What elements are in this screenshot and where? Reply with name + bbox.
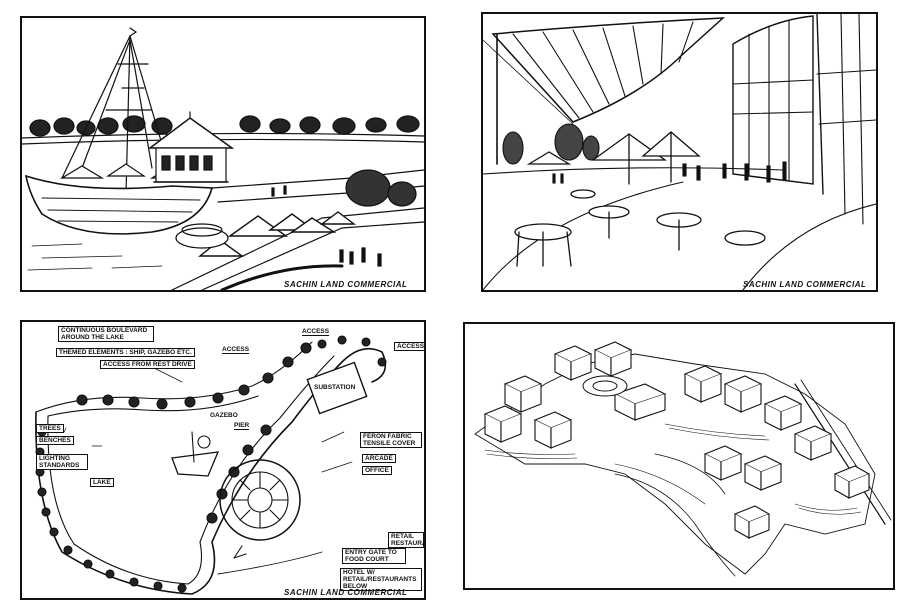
plaza-canopy-sketch: SACHIN LAND COMMERCIAL [481,12,878,292]
label-benches: BENCHES [36,436,74,445]
label-gazebo: GAZEBO [210,412,238,419]
label-lighting: LIGHTING STANDARDS [36,454,88,470]
lake-boulevard [35,341,387,595]
label-entry: ENTRY GATE TO FOOD COURT [342,548,406,564]
circular-plaza [582,375,628,397]
label-substation: SUBSTATION [314,384,356,391]
aerial-massing-sketch [463,322,895,590]
label-access-right: ACCESS [394,342,424,351]
label-access-mid: ACCESS [222,346,250,354]
aerial-massing-drawing [474,341,892,577]
foreground-umbrellas [198,211,357,257]
ship-gazebo-sketch: SACHIN LAND COMMERCIAL [20,16,426,292]
label-lake: LAKE [90,478,114,487]
people [271,185,382,267]
cafe-tables [514,189,766,267]
label-pier: PIER [234,422,250,430]
label-office: OFFICE [362,466,392,475]
tree-line [29,115,420,137]
label-arcade: ARCADE [362,454,396,463]
building-facade [732,14,876,225]
circular-plaza [219,459,301,541]
signature: SACHIN LAND COMMERCIAL [284,280,408,289]
plaza-canopy-drawing [483,14,876,290]
ship-symbol [171,451,220,477]
ship-gazebo-drawing [22,27,424,290]
signature: SACHIN LAND COMMERCIAL [743,280,867,289]
boardwalk [171,169,424,290]
label-themed: THEMED ELEMENTS : SHIP, GAZEBO ETC. [56,348,195,357]
label-hotel: HOTEL W/ RETAIL/RESTAURANTS BELOW [340,568,422,591]
label-boulevard: CONTINUOUS BOULEVARD AROUND THE LAKE [58,326,154,342]
label-retail: RETAIL RESTAURANT [388,532,424,548]
signature: SACHIN LAND COMMERCIAL [284,588,408,597]
ship-hull [24,174,214,235]
label-access-rest: ACCESS FROM REST DRIVE [100,360,195,369]
gazebo-symbol [197,435,211,449]
label-fabric: FERON FABRIC TENSILE COVER [360,432,422,448]
plaza-umbrellas [526,131,701,185]
label-trees: TREES [36,424,64,433]
gazebo [147,111,235,183]
people [552,161,787,184]
building-blocks [483,341,871,539]
tensile-canopy [483,17,726,125]
substation [306,361,368,415]
tree-hatching [484,423,862,515]
label-access-top: ACCESS [302,328,330,336]
site-plan-sketch: CONTINUOUS BOULEVARD AROUND THE LAKE THE… [20,320,426,600]
